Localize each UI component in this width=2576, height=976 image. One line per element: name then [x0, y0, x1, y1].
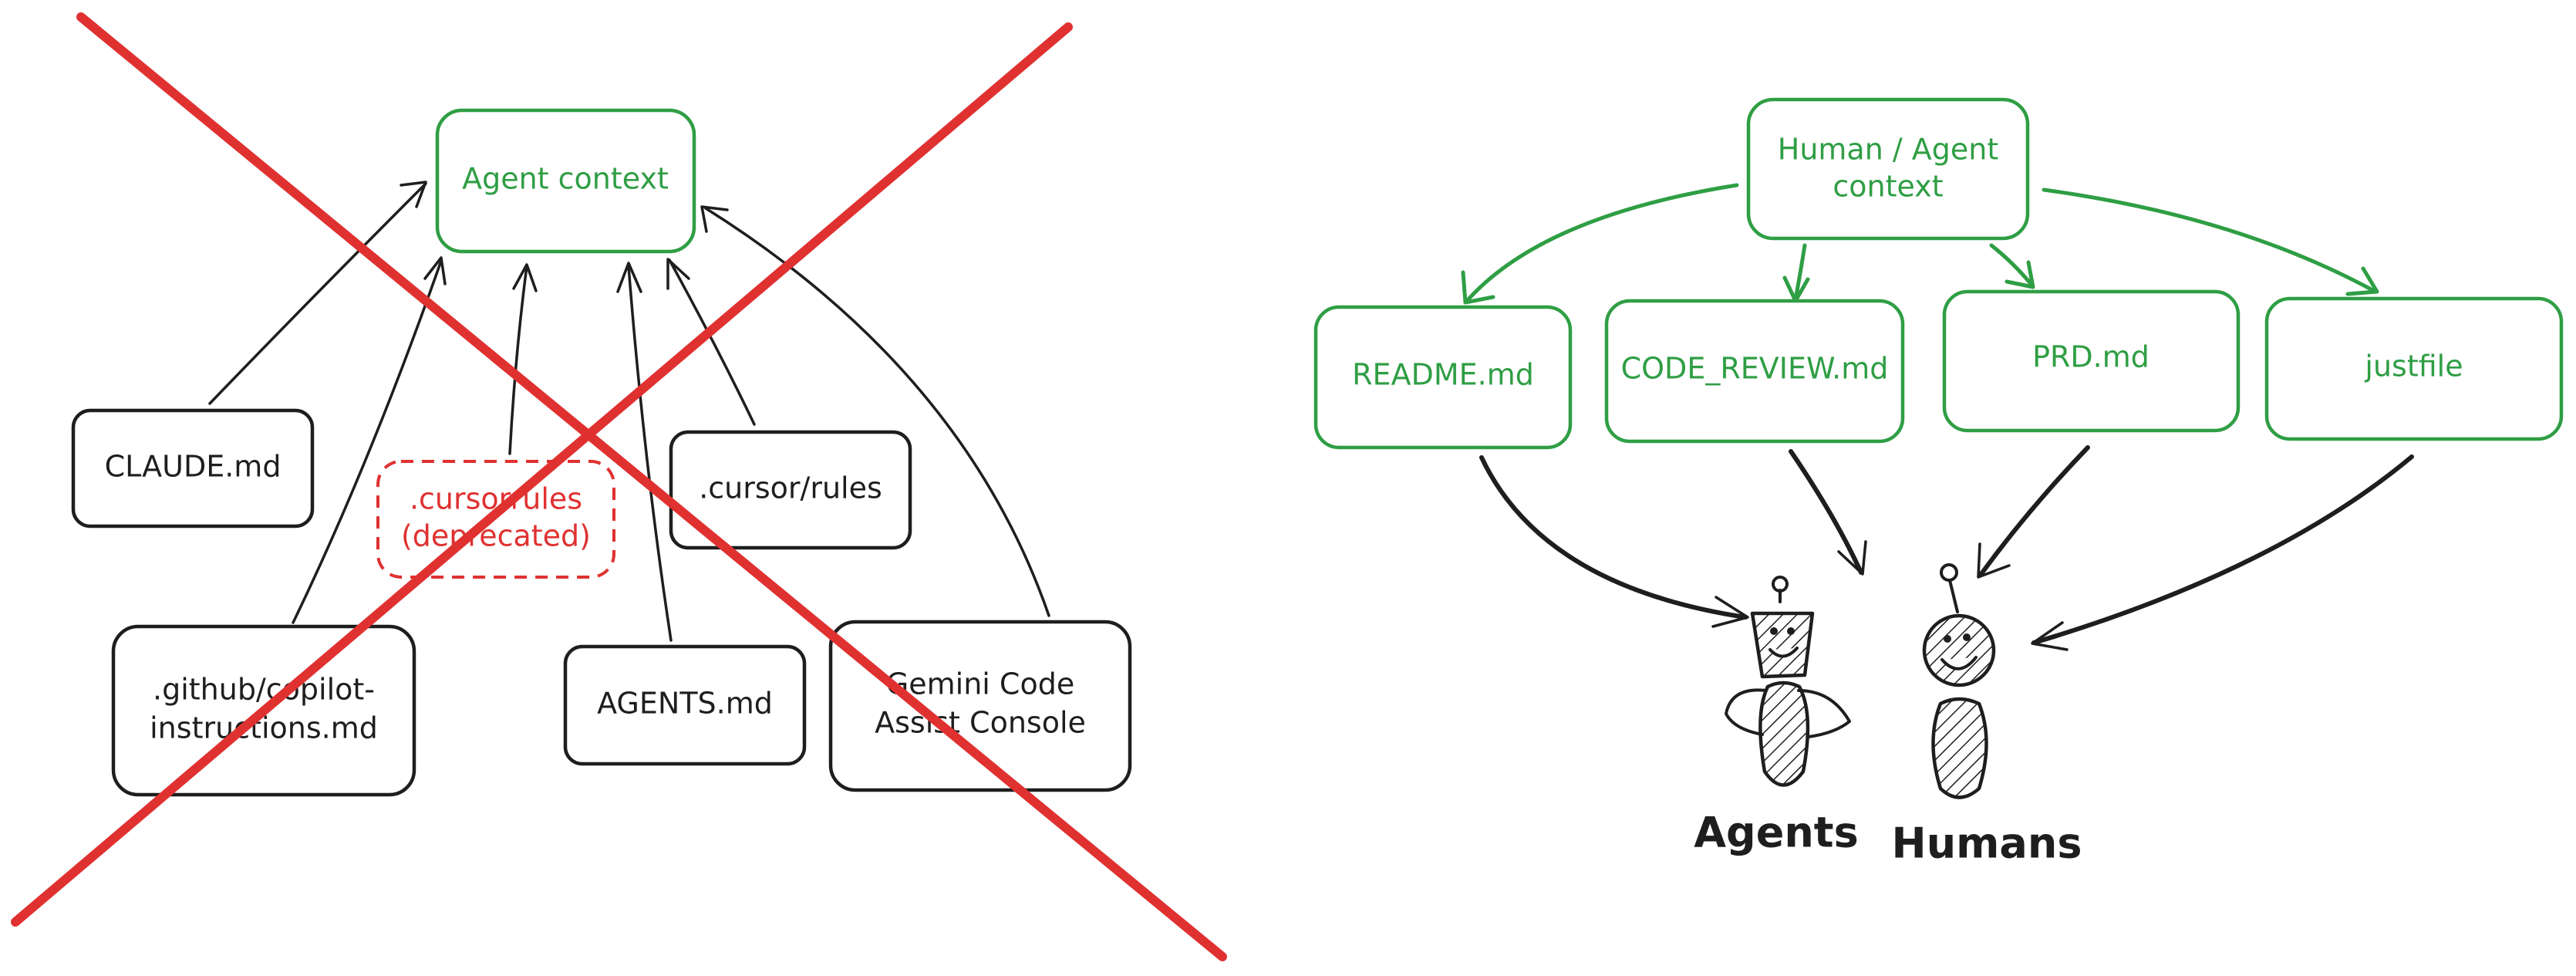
justfile-label: justfile	[2364, 350, 2463, 383]
deprecated-label: (deprecated)	[401, 519, 591, 553]
human-head	[1922, 613, 1996, 687]
justfile-box	[2264, 296, 2564, 441]
robot-figure-icon	[1725, 576, 1851, 787]
right-diagram: Human / Agent context README.md CODE_REV…	[1313, 97, 2564, 868]
humans-label: Humans	[1892, 819, 2082, 868]
hub-label-line2: context	[1833, 170, 1943, 204]
agents-label: Agents	[1694, 809, 1858, 857]
cross-line-2	[11, 22, 1073, 927]
arrow-prd-to-humans	[1978, 445, 2090, 577]
gemini-box	[828, 620, 1132, 792]
human-eye-right	[1963, 633, 1971, 641]
right-audience-arrows	[1479, 445, 2414, 651]
agents-md-box	[563, 644, 807, 766]
arrow-hub-to-readme	[1465, 183, 1739, 303]
claude-md-box	[71, 408, 315, 529]
readme-box	[1313, 305, 1573, 450]
arrow-copilot-to-hub	[292, 259, 443, 624]
arrow-hub-to-code-review	[1793, 243, 1807, 302]
cursor-rules-label: .cursor/rules	[699, 471, 882, 505]
arrow-claude-to-hub	[208, 182, 427, 405]
arrow-cursor-rules-to-hub	[668, 258, 756, 426]
robot-mouth	[1768, 647, 1799, 658]
arrowhead	[1837, 540, 1867, 576]
code-review-node: CODE_REVIEW.md	[1604, 299, 1905, 444]
agent-context-label: Agent context	[462, 162, 669, 196]
robot-arm-right	[1797, 689, 1851, 738]
arrow-hub-to-prd	[1989, 243, 2035, 288]
human-eye-left	[1944, 635, 1951, 643]
arrowhead	[700, 205, 729, 233]
agent-context-box	[435, 108, 696, 254]
arrowhead	[2345, 266, 2379, 296]
prd-label: PRD.md	[2032, 340, 2149, 374]
arrowhead	[400, 181, 427, 208]
robot-eye-right	[1787, 627, 1795, 635]
gemini-label-line2: Assist Console	[875, 706, 1086, 740]
code-review-label: CODE_REVIEW.md	[1621, 352, 1889, 386]
robot-head	[1750, 611, 1815, 679]
human-mouth	[1940, 656, 1978, 670]
human-agent-context-box	[1746, 97, 2030, 241]
arrow-agents-to-hub	[627, 265, 673, 642]
human-figure-icon	[1922, 563, 1996, 799]
rejected-cross	[11, 12, 1227, 961]
arrowhead	[2031, 621, 2069, 651]
arrow-hub-to-justfile	[2042, 187, 2378, 294]
human-antenna	[1948, 579, 1959, 613]
arrow-readme-to-agents	[1479, 455, 1748, 620]
readme-node: README.md	[1313, 305, 1573, 450]
arrowhead	[666, 258, 690, 290]
arrowhead	[616, 262, 642, 293]
robot-eye-left	[1770, 627, 1778, 635]
robot-arm-left	[1725, 688, 1768, 736]
arrowhead	[2004, 260, 2035, 289]
arrowhead	[423, 256, 447, 285]
arrow-justfile-to-humans	[2031, 454, 2414, 645]
prd-node: PRD.md	[1942, 289, 2241, 433]
cross-line-1	[76, 12, 1227, 961]
cursor-rules-node: .cursor/rules	[669, 430, 912, 550]
gemini-label-line1: Gemini Code	[886, 667, 1074, 701]
readme-label: README.md	[1352, 358, 1534, 392]
claude-md-node: CLAUDE.md	[71, 408, 315, 529]
robot-antenna-ball	[1772, 576, 1789, 593]
hub-label-line1: Human / Agent	[1778, 133, 1998, 167]
agents-md-label: AGENTS.md	[597, 687, 773, 721]
gemini-node: Gemini Code Assist Console	[828, 620, 1132, 792]
code-review-box	[1604, 299, 1905, 444]
copilot-label-line1: .github/copilot-	[153, 673, 375, 707]
claude-md-label: CLAUDE.md	[105, 450, 282, 484]
arrowhead	[512, 263, 538, 292]
cursor-rules-box	[669, 430, 912, 550]
robot-body	[1758, 680, 1810, 787]
human-agent-context-node: Human / Agent context	[1746, 97, 2030, 241]
agents-md-node: AGENTS.md	[563, 644, 807, 766]
agent-context-node: Agent context	[435, 108, 696, 254]
arrow-cursorrules-to-hub	[508, 265, 528, 455]
arrowhead	[1461, 270, 1495, 305]
arrowhead	[1977, 542, 2011, 579]
justfile-node: justfile	[2264, 296, 2564, 441]
prd-box	[1942, 289, 2241, 433]
left-diagram: Agent context CLAUDE.md .cursorrules (de…	[11, 12, 1227, 961]
arrow-gemini-to-hub	[704, 207, 1050, 617]
human-antenna-ball	[1940, 563, 1958, 582]
arrowhead	[1711, 596, 1749, 628]
arrow-code-review-to-audiences	[1789, 449, 1863, 575]
human-body	[1931, 697, 1988, 799]
left-arrows	[208, 181, 1050, 642]
